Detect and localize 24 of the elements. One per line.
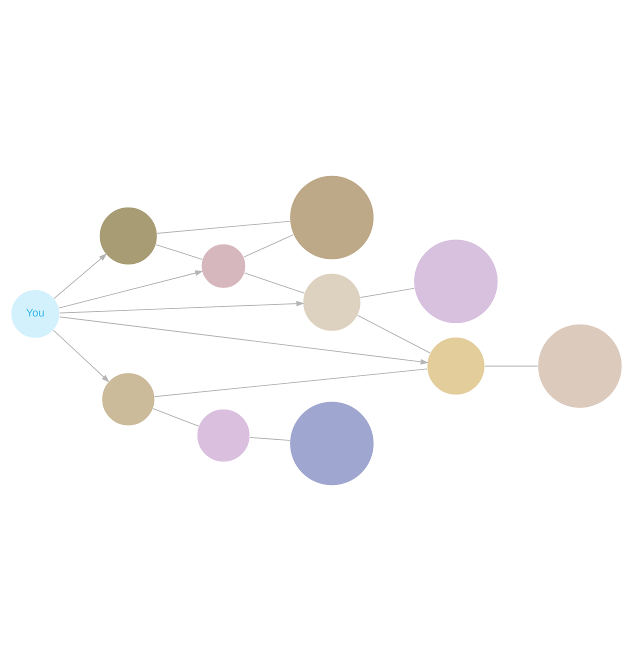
arrow bbox=[58, 270, 204, 308]
node-circle bbox=[289, 401, 374, 486]
node-circle bbox=[426, 336, 486, 396]
connector bbox=[250, 436, 290, 441]
connector bbox=[156, 244, 203, 260]
node-circle bbox=[289, 175, 374, 260]
connector bbox=[243, 234, 294, 258]
connector bbox=[156, 220, 290, 234]
connector bbox=[360, 288, 415, 298]
connector bbox=[152, 408, 200, 427]
connector bbox=[244, 272, 305, 294]
arrow bbox=[59, 300, 304, 314]
connector bbox=[154, 368, 428, 398]
node-circle bbox=[196, 408, 250, 462]
arrow bbox=[54, 253, 108, 299]
node-circle bbox=[201, 244, 246, 288]
node-circle bbox=[302, 273, 362, 332]
arrow bbox=[59, 316, 429, 365]
node-circle: You bbox=[10, 289, 60, 338]
node-circle bbox=[538, 324, 622, 408]
connector bbox=[357, 314, 430, 354]
node-circle bbox=[414, 239, 498, 324]
connector bbox=[484, 366, 538, 367]
arrow bbox=[52, 330, 110, 382]
